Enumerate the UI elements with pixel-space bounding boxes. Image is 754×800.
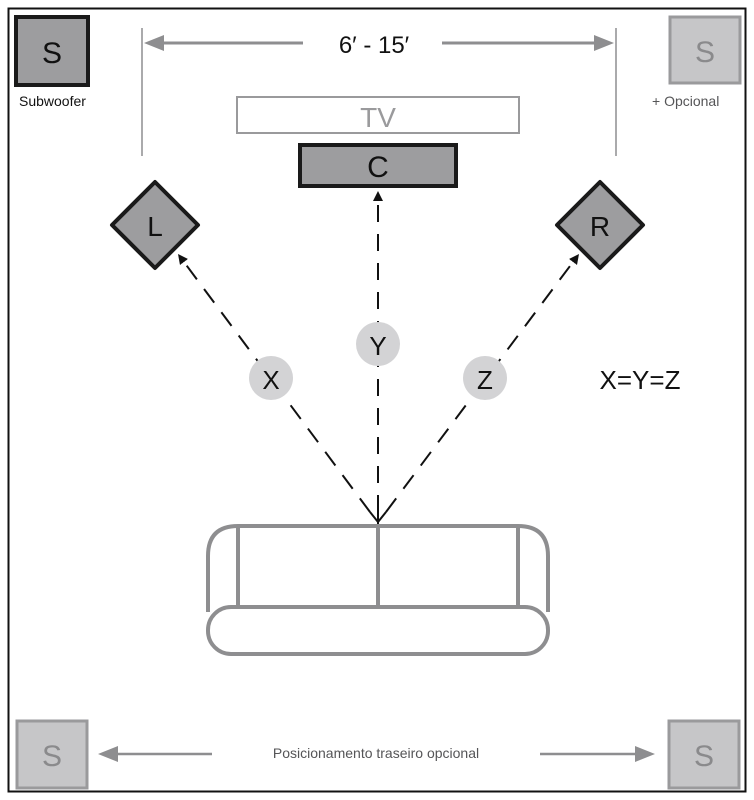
left-speaker: L [110,180,200,270]
optional-subwoofer-letter: S [695,36,715,69]
center-speaker: C [298,143,458,188]
left-letter: L [147,211,163,242]
tv-label: TV [360,102,396,133]
distance-y-badge: Y [356,322,400,366]
subwoofer-speaker: S [14,15,90,87]
equation-label: X=Y=Z [600,365,681,395]
tv: TV [236,96,520,134]
optional-subwoofer-speaker: S [668,15,742,85]
rear-left-speaker: S [15,719,89,790]
distance-x-label: X [262,365,279,395]
distance-y-label: Y [369,331,386,361]
rear-caption: Posicionamento traseiro opcional [273,745,479,761]
rear-arrow [98,746,655,762]
subwoofer-letter: S [42,37,62,70]
rear-right-speaker: S [667,719,741,790]
rear-left-letter: S [42,740,62,773]
optional-caption: + Opcional [652,93,719,109]
distance-z-label: Z [477,365,493,395]
distance-label: 6′ - 15′ [339,32,410,59]
right-speaker: R [555,180,645,270]
subwoofer-caption: Subwoofer [19,93,86,109]
diagram-border [7,7,747,793]
center-letter: C [367,151,389,184]
distance-z-badge: Z [463,356,507,400]
rear-right-letter: S [694,740,714,773]
distance-x-badge: X [249,356,293,400]
sofa [206,524,550,656]
right-letter: R [590,211,610,242]
distance-arrow [144,35,614,51]
